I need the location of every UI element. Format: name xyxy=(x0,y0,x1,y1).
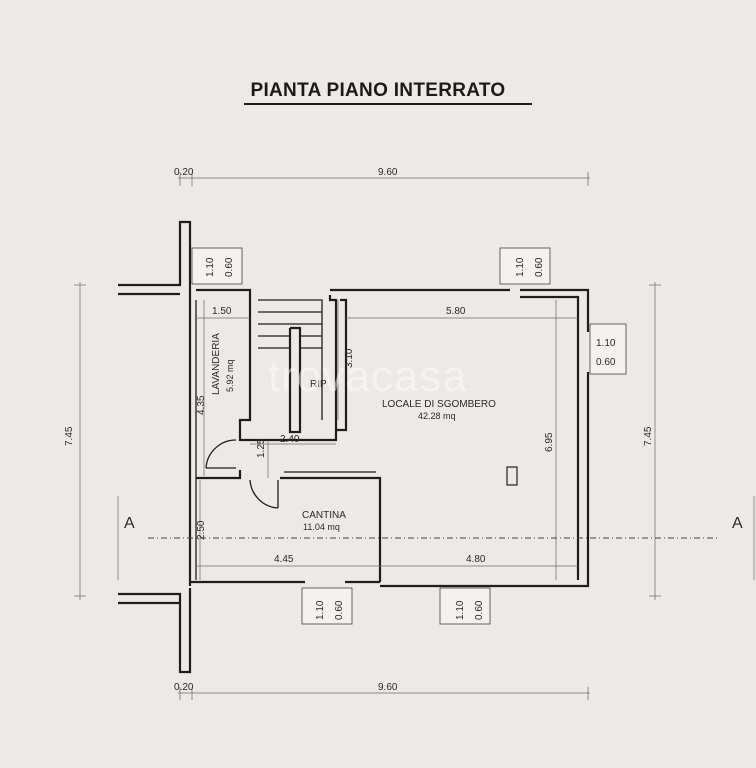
dim-left-height: 7.45 xyxy=(64,426,75,446)
svg-text:1.10: 1.10 xyxy=(205,257,216,277)
room-cantina-area: 11.04 mq xyxy=(303,522,340,532)
dim-rip-width: 2.40 xyxy=(280,434,300,445)
dim-top-total: 9.60 xyxy=(378,167,398,178)
dim-top-left: 0.20 xyxy=(174,167,194,178)
dim-lavanderia-width: 1.50 xyxy=(212,306,232,317)
room-sgombero-area: 42.28 mq xyxy=(418,411,456,421)
window-2: 1.10 0.60 xyxy=(499,247,551,285)
dim-sgombero-bottom: 4.80 xyxy=(466,554,486,565)
section-label-right: A xyxy=(732,515,743,532)
room-lavanderia-area: 5.92 mq xyxy=(225,359,235,392)
window-3: 1.10 0.60 xyxy=(589,323,627,375)
side-dimensions: 7.45 7.45 xyxy=(64,282,661,600)
title-underline xyxy=(244,103,532,105)
internal-walls xyxy=(196,295,518,582)
room-rip-name: RIP xyxy=(310,379,327,390)
bottom-dimension: 0.20 9.60 xyxy=(174,682,590,700)
interior-dimensions: 1.50 5.80 3.10 4.35 2.40 1.25 2.50 4.45 … xyxy=(196,300,578,580)
room-labels: LAVANDERIA 5.92 mq RIP LOCALE DI SGOMBER… xyxy=(211,333,496,532)
watermark-logo: trovacasa xyxy=(268,352,468,401)
svg-text:1.10: 1.10 xyxy=(455,600,466,620)
svg-text:0.60: 0.60 xyxy=(474,600,485,620)
dim-step-height: 1.25 xyxy=(256,438,267,458)
dim-sgombero-width: 5.80 xyxy=(446,306,466,317)
svg-text:0.60: 0.60 xyxy=(596,357,616,368)
window-1: 1.10 0.60 xyxy=(191,247,243,285)
section-line: A A xyxy=(117,496,755,580)
dim-cantina-width: 4.45 xyxy=(274,554,294,565)
dim-stair-height: 3.10 xyxy=(344,348,355,368)
dim-bottom-left: 0.20 xyxy=(174,682,194,693)
plan-title: PIANTA PIANO INTERRATO xyxy=(250,80,506,101)
room-cantina-name: CANTINA xyxy=(302,510,346,521)
dim-sgombero-height: 6.95 xyxy=(544,432,555,452)
dim-lavanderia-height: 4.35 xyxy=(196,395,207,415)
section-label-left: A xyxy=(124,515,135,532)
dim-bottom-total: 9.60 xyxy=(378,682,398,693)
unit-walls xyxy=(188,288,590,588)
dim-cantina-height: 2.50 xyxy=(196,520,207,540)
top-dimension: 0.20 9.60 xyxy=(174,167,590,186)
room-sgombero-name: LOCALE DI SGOMBERO xyxy=(382,399,496,410)
svg-text:0.60: 0.60 xyxy=(224,257,235,277)
svg-text:0.60: 0.60 xyxy=(334,600,345,620)
external-walls xyxy=(118,220,192,674)
window-4: 1.10 0.60 xyxy=(301,587,353,625)
svg-text:0.60: 0.60 xyxy=(534,257,545,277)
window-5: 1.10 0.60 xyxy=(439,587,491,625)
dim-right-height: 7.45 xyxy=(643,426,654,446)
svg-text:1.10: 1.10 xyxy=(315,600,326,620)
svg-text:1.10: 1.10 xyxy=(596,338,616,349)
svg-text:1.10: 1.10 xyxy=(515,257,526,277)
room-lavanderia-name: LAVANDERIA xyxy=(211,333,222,395)
